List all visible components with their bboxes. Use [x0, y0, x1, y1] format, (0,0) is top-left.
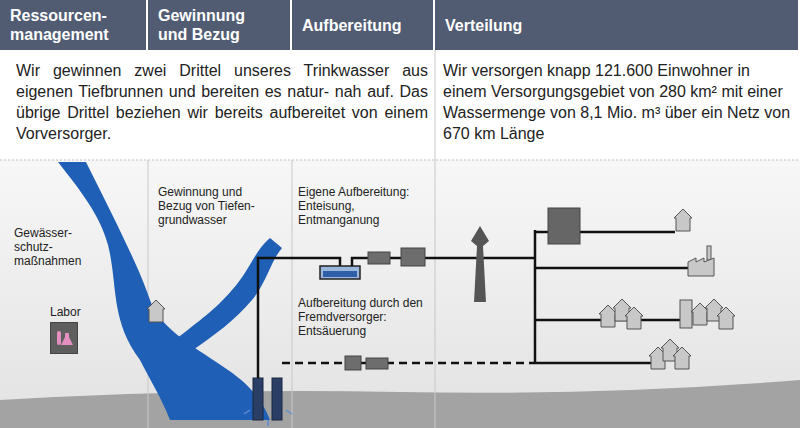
well [253, 378, 263, 420]
reservoir [548, 208, 580, 244]
illustration-ground [0, 160, 800, 428]
house-cluster [599, 299, 643, 329]
column-heading: Aufbereitung [302, 16, 402, 35]
supply-text: Wir versorgen knapp 121.600 Einwohner in… [443, 60, 795, 144]
text-group: Verteilung [445, 16, 522, 35]
tank-water [323, 271, 357, 277]
column-heading: Verteilung [445, 16, 522, 35]
distribution-pipe [535, 362, 652, 365]
house [674, 209, 692, 231]
intro-text: Wir gewinnen zwei Drittel unseres Trinkw… [16, 60, 428, 144]
river-tributary [175, 238, 282, 352]
column-heading: Gewinnung und Bezug [158, 6, 258, 44]
section-line [0, 160, 800, 161]
header-cell: Aufbereitung [292, 0, 435, 50]
node-label: Labor [50, 305, 81, 319]
text-group: Ressourcen- management [10, 6, 136, 44]
water-tower [471, 226, 489, 302]
water-drops [244, 410, 292, 426]
text-group: Labor [50, 305, 81, 319]
area-label: Gewässer- schutz- maßnahmen [14, 226, 78, 268]
treatment-tank [320, 266, 360, 279]
distribution-pipe [534, 230, 537, 364]
area-label: Aufbereitung durch den Fremdversorger: E… [298, 296, 430, 338]
flask-icon [51, 323, 77, 353]
text-group: Gewinnung und Bezug [158, 6, 258, 44]
house [147, 300, 165, 322]
header-cell: Gewinnung und Bezug [148, 0, 292, 50]
area-label: Eigene Aufbereitung: Enteisung, Entmanga… [298, 185, 430, 227]
lab-box: Labor [50, 305, 81, 354]
column-divider [435, 50, 436, 428]
treatment-box [366, 358, 388, 369]
distribution-pipe [535, 267, 690, 270]
text-group: Aufbereitung [302, 16, 402, 35]
header-cell: Ressourcen- management [0, 0, 148, 50]
house-cluster [649, 339, 691, 369]
lab-icon-box [50, 322, 78, 354]
column-heading: Ressourcen- management [10, 6, 136, 44]
column-divider [292, 160, 293, 428]
area-label: Gewinnung und Bezug von Tiefen- grundwas… [158, 185, 276, 227]
well [272, 378, 282, 420]
house-cluster [680, 299, 735, 329]
filter-box [368, 252, 390, 264]
soil [0, 380, 800, 428]
header-cell: Verteilung [435, 0, 800, 50]
filter-box [401, 248, 425, 266]
factory [688, 246, 714, 276]
external-pipe [282, 362, 535, 365]
treatment-box [345, 356, 361, 370]
